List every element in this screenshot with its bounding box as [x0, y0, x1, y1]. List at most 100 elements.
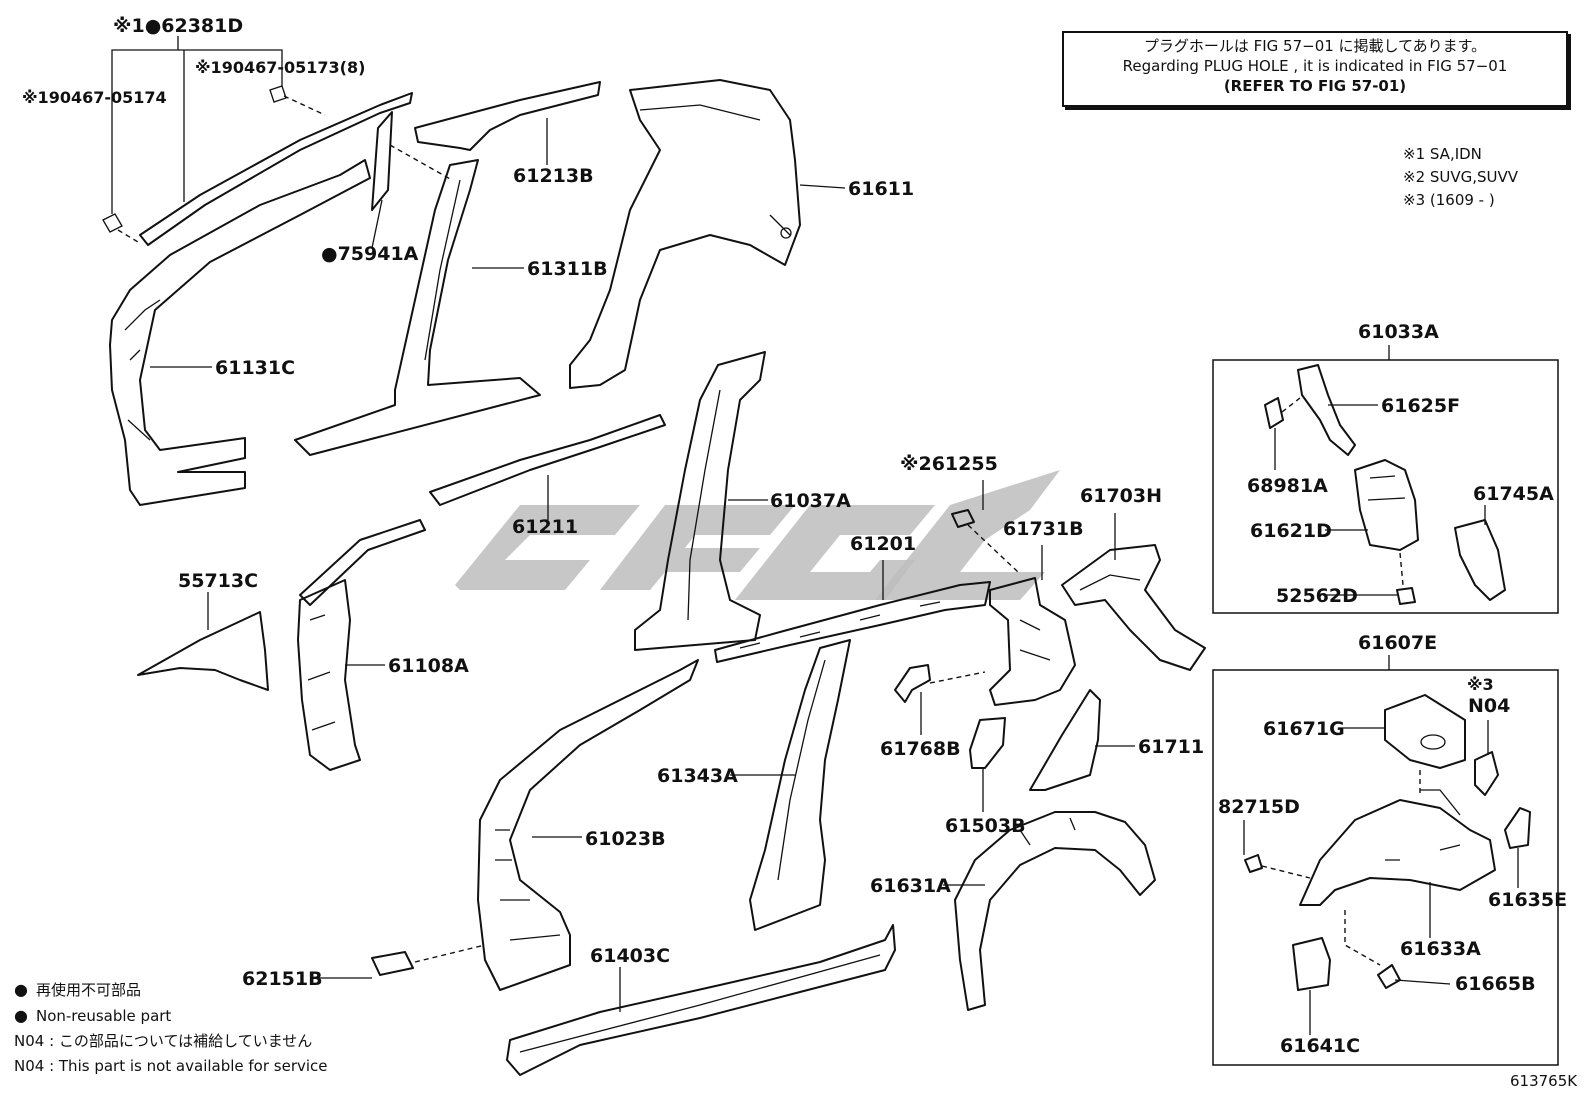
label-61023B: 61023B: [585, 828, 666, 850]
part-61343A-shape: [749, 639, 851, 931]
label-61671G: 61671G: [1263, 718, 1345, 740]
label-61731B: 61731B: [1003, 518, 1084, 540]
part-61611-shape: [569, 79, 801, 389]
label-90467-05173: ※190467-05173(8): [195, 58, 365, 77]
part-61711-shape: [1029, 689, 1101, 791]
part-61635E-shape: [1504, 807, 1531, 849]
label-61745A: 61745A: [1473, 483, 1554, 505]
part-61641C-shape: [1292, 937, 1331, 991]
part-N04-shape: [1474, 751, 1499, 796]
label-55713C: 55713C: [178, 570, 258, 592]
legend-n04-en: N04 : This part is not available for ser…: [14, 1057, 328, 1075]
label-61211: 61211: [512, 516, 578, 538]
label-61635E: 61635E: [1488, 889, 1567, 911]
label-61503B: 61503B: [945, 815, 1026, 837]
variant-codes: ※1 SA,IDN ※2 SUVG,SUVV ※3 (1609 - ): [1403, 143, 1518, 212]
label-N04: N04: [1468, 695, 1510, 717]
label-61131C: 61131C: [215, 357, 295, 379]
part-61671G-shape: [1384, 694, 1466, 769]
note-line-en: Regarding PLUG HOLE , it is indicated in…: [1122, 57, 1508, 75]
dash-clip-1: [117, 229, 139, 243]
plug-hole-note: プラグホールは FIG 57−01 に掲載してあります。 Regarding P…: [1062, 31, 1568, 107]
dash-61768B: [929, 671, 986, 684]
label-52562D: 52562D: [1276, 585, 1358, 607]
label-68981A: 68981A: [1247, 475, 1328, 497]
bullet-icon: ●: [14, 980, 28, 999]
legend-nonreusable-en: Non-reusable part: [35, 1007, 172, 1025]
part-62381D-shape: [139, 92, 413, 246]
part-68981A-shape: [1264, 397, 1284, 429]
variant-1: ※1 SA,IDN: [1403, 145, 1482, 163]
label-62151B: 62151B: [242, 968, 323, 990]
part-61037A-shape: [634, 351, 766, 651]
label-61711: 61711: [1138, 736, 1204, 758]
part-61201-shape: [714, 581, 991, 663]
label-61625F: 61625F: [1381, 395, 1460, 417]
group-box-61033A: [1212, 359, 1559, 614]
label-61255: ※261255: [900, 453, 998, 475]
part-61211-shape: [299, 414, 666, 606]
label-61631A: 61631A: [870, 875, 951, 897]
legend: ●再使用不可部品 ●Non-reusable part N04 : この部品につ…: [14, 977, 328, 1079]
label-61633A: 61633A: [1400, 938, 1481, 960]
part-61745A-shape: [1454, 519, 1506, 601]
part-61311B-shape: [294, 159, 541, 456]
group-box-61607E: [1212, 669, 1559, 1066]
part-61633A-shape: [1299, 789, 1496, 906]
label-61343A: 61343A: [657, 765, 738, 787]
label-82715D: 82715D: [1218, 796, 1300, 818]
part-61731B-shape: [989, 577, 1076, 706]
legend-row-jp: ● 再使用不可部品: [14, 977, 328, 1003]
part-61621D-shape: [1354, 459, 1419, 551]
label-61768B: 61768B: [880, 738, 961, 760]
label-61033A: 61033A: [1358, 321, 1439, 343]
part-52562D-shape: [1396, 587, 1416, 605]
part-61631A-shape: [954, 811, 1156, 1011]
label-61213B: 61213B: [513, 165, 594, 187]
label-75941A: ●75941A: [321, 243, 419, 265]
part-61503B-shape: [969, 717, 1006, 769]
part-61768B-shape: [894, 664, 931, 703]
label-61403C: 61403C: [590, 945, 670, 967]
label-90467-05174: ※190467-05174: [22, 88, 167, 107]
part-61625F-shape: [1297, 364, 1356, 456]
clip-90467-05173-shape: [269, 85, 287, 103]
label-61665B: 61665B: [1455, 973, 1536, 995]
label-61607E: 61607E: [1358, 632, 1437, 654]
part-61108A-shape: [297, 579, 361, 771]
part-55713C-shape: [137, 611, 269, 691]
leader-lines: [111, 36, 1519, 1035]
bullet-icon: ●: [14, 1006, 28, 1025]
dash-75941A: [389, 144, 453, 181]
part-61665B-shape: [1377, 964, 1401, 989]
part-61703H-shape: [1061, 544, 1206, 671]
part-82715D-shape: [1244, 854, 1263, 873]
clip-90467-05174-shape: [102, 213, 123, 233]
part-61213B-shape: [414, 81, 601, 151]
note-line-ref: (REFER TO FIG 57-01): [1223, 77, 1407, 95]
label-61611: 61611: [848, 178, 914, 200]
label-61201: 61201: [850, 533, 916, 555]
label-61703H: 61703H: [1080, 485, 1162, 507]
label-62381D: ※1●62381D: [113, 15, 243, 37]
note-line-jp: プラグホールは FIG 57−01 に掲載してあります。: [1143, 37, 1487, 55]
part-61023B-shape: [477, 659, 699, 991]
label-61037A: 61037A: [770, 490, 851, 512]
variant-2: ※2 SUVG,SUVV: [1403, 168, 1519, 186]
figure-id: 613765K: [1510, 1072, 1578, 1090]
label-61641C: 61641C: [1280, 1035, 1360, 1057]
part-61131C-shape: [109, 159, 371, 506]
dash-62151B: [414, 944, 486, 963]
dash-82715D: [1261, 865, 1311, 879]
part-61403C-shape: [506, 924, 896, 1076]
legend-nonreusable-jp: 再使用不可部品: [35, 981, 141, 999]
watermark-logo: [455, 470, 1060, 600]
label-61108A: 61108A: [388, 655, 469, 677]
label-61311B: 61311B: [527, 258, 608, 280]
dash-61665B: [1344, 910, 1381, 966]
label-61621D: 61621D: [1250, 520, 1332, 542]
dash-clip-2: [283, 95, 326, 116]
dash-52562D: [1399, 552, 1404, 586]
dash-61255: [967, 524, 1019, 573]
